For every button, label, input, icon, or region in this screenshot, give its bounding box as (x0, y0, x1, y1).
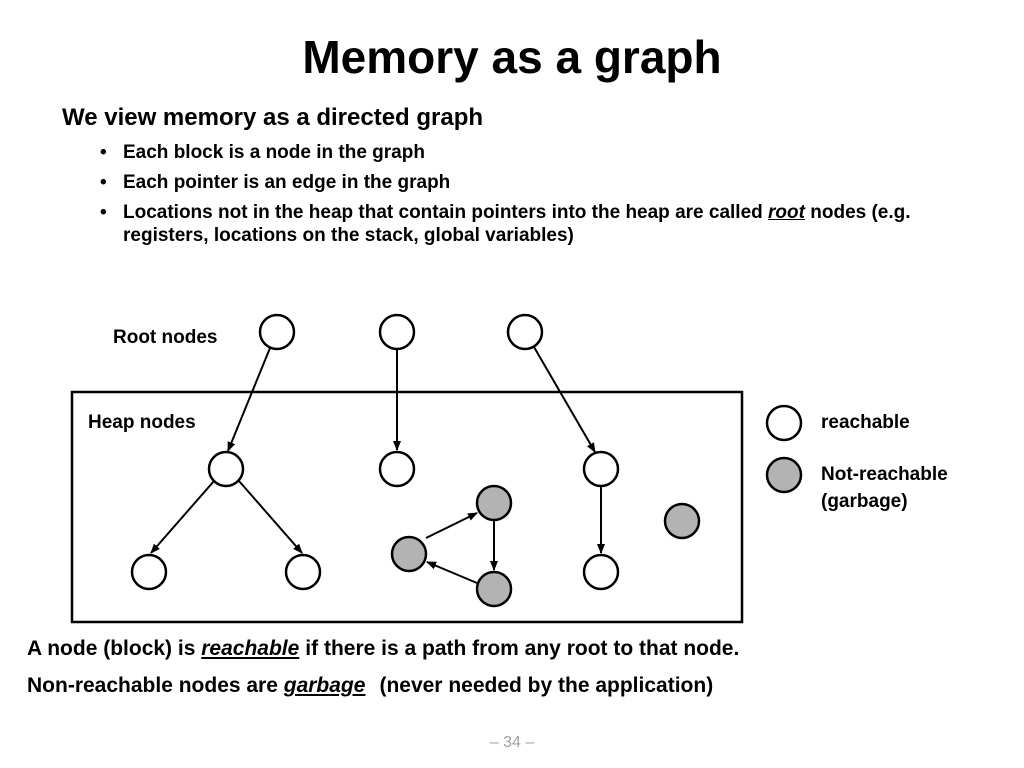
root-nodes (258, 313, 544, 351)
bullet-item: • Locations not in the heap that contain… (100, 201, 980, 247)
legend-garbage-sublabel: (garbage) (821, 491, 908, 512)
root-node (258, 313, 296, 351)
edge-garbage-left-to-top (425, 512, 478, 539)
legend-reachable-swatch (765, 404, 803, 442)
lead-statement: We view memory as a directed graph (62, 104, 484, 131)
bullet-item: • Each pointer is an edge in the graph (100, 171, 980, 194)
bullet-list: • Each block is a node in the graph • Ea… (100, 141, 980, 254)
edge-garbage-bottom-to-left (426, 561, 478, 584)
definition-text: Non-reachable nodes are (27, 674, 284, 697)
edge-root3-to-heap3 (533, 346, 596, 453)
page-number: – 34 – (489, 734, 535, 751)
heap-node (582, 450, 620, 488)
garbage-node (475, 484, 513, 522)
heap-node (207, 450, 245, 488)
edges (150, 346, 605, 584)
reachable-term: reachable (201, 637, 300, 660)
root-node (506, 313, 544, 351)
bullet-text: Each block is a node in the graph (123, 142, 425, 163)
garbage-node (475, 570, 513, 608)
definition-text: A node (block) is (27, 637, 202, 660)
root-node (378, 313, 416, 351)
edge-heap1-to-left-child (150, 480, 215, 554)
bullet-text-continued: nodes (e.g. registers, locations on the … (123, 202, 911, 246)
garbage-definition: Non-reachable nodes are garbage (never n… (27, 674, 713, 698)
bullet-glyph: • (100, 142, 107, 163)
heap-node (284, 553, 322, 591)
bullet-text: Locations not in the heap that contain p… (123, 202, 769, 223)
legend-garbage-label: Not-reachable (821, 464, 948, 485)
root-term: root (768, 202, 805, 223)
bullet-item: • Each block is a node in the graph (100, 141, 980, 164)
edge-root1-to-heap1 (227, 347, 271, 452)
slide-title: Memory as a graph (302, 31, 722, 83)
bullet-glyph: • (100, 172, 107, 193)
garbage-term: garbage (283, 674, 366, 697)
heap-region (70, 390, 744, 624)
root-nodes-label: Root nodes (113, 327, 218, 348)
garbage-heap-nodes (390, 484, 701, 608)
definition-text-continued: (never needed by the application) (379, 674, 714, 697)
bullet-glyph: • (100, 202, 107, 223)
garbage-node (663, 502, 701, 540)
reachable-heap-nodes (130, 450, 620, 591)
legend-reachable-label: reachable (821, 412, 910, 433)
definition-text-continued: if there is a path from any root to that… (305, 637, 740, 660)
heap-node (582, 553, 620, 591)
garbage-node (390, 535, 428, 573)
heap-node (378, 450, 416, 488)
heap-nodes-label: Heap nodes (88, 412, 196, 433)
heap-node (130, 553, 168, 591)
edge-heap1-to-right-child (238, 480, 303, 554)
legend-garbage-swatch (765, 456, 803, 494)
legend: reachable Not-reachable (garbage) (765, 404, 948, 512)
bullet-text: Each pointer is an edge in the graph (123, 172, 451, 193)
